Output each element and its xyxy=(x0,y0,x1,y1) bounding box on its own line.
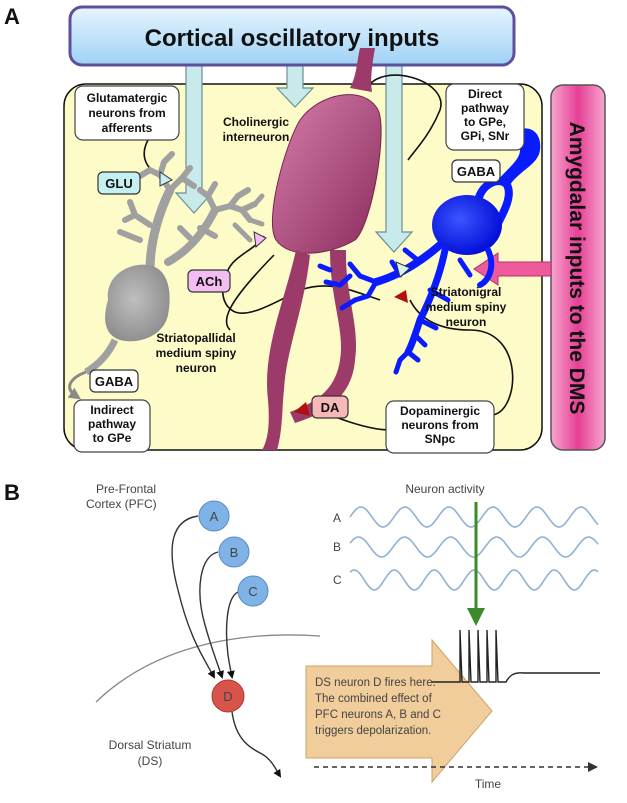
node-b xyxy=(218,536,250,568)
gaba-bottom-tag-box xyxy=(89,369,139,393)
glu-tag: GLU xyxy=(105,176,132,191)
wave-label-c: C xyxy=(333,573,342,587)
direct-label-3: to GPe, xyxy=(464,115,506,129)
striatonigral-label-2: medium spiny xyxy=(426,300,507,314)
glu-tag-box xyxy=(97,171,141,195)
callout-line-1: DS neuron D fires here. xyxy=(315,677,436,689)
direct-pathway-box xyxy=(445,83,525,151)
wave-a xyxy=(349,506,599,528)
glutamatergic-box xyxy=(74,85,180,141)
da-tag: DA xyxy=(321,400,340,415)
output-line-d xyxy=(231,711,282,778)
callout-line-3: PFC neurons A, B and C xyxy=(315,709,441,721)
striatonigral-label-1: Striatonigral xyxy=(431,285,502,299)
striatopallidal-neuron xyxy=(67,151,265,400)
wave-label-b: B xyxy=(333,540,341,554)
striatum-label-1: Dorsal Striatum xyxy=(109,738,192,752)
panel-b-label: B xyxy=(4,480,20,505)
wave-c xyxy=(349,569,599,591)
cholinergic-label-2: interneuron xyxy=(223,130,290,144)
spike-train xyxy=(432,629,600,683)
glutamatergic-label-1: Glutamatergic xyxy=(87,91,168,105)
time-label: Time xyxy=(475,777,502,791)
amygdala-label: Amygdalar inputs to the DMS xyxy=(565,122,588,415)
indirect-label-1: Indirect xyxy=(90,403,133,417)
projection-line-c xyxy=(225,591,239,679)
direct-label-1: Direct xyxy=(468,87,502,101)
gaba-bottom-tag: GABA xyxy=(95,374,134,389)
indirect-label-3: to GPe xyxy=(93,431,132,445)
callout-line-2: The combined effect of xyxy=(315,693,433,705)
node-a-label: A xyxy=(210,509,219,524)
direct-label-4: GPi, SNr xyxy=(461,129,510,143)
cortical-inputs-title: Cortical oscillatory inputs xyxy=(145,25,440,52)
ach-tag-box xyxy=(187,269,231,293)
neuron-activity-title: Neuron activity xyxy=(405,482,484,496)
ach-tag: ACh xyxy=(196,274,223,289)
node-c-label: C xyxy=(248,584,257,599)
dopaminergic-label-1: Dopaminergic xyxy=(400,404,480,418)
striatopallidal-label-1: Striatopallidal xyxy=(156,331,235,345)
node-d xyxy=(211,679,245,713)
indirect-pathway-box xyxy=(73,399,151,453)
projection-line-b xyxy=(199,551,224,679)
cortical-inputs-banner xyxy=(68,5,516,67)
dopamine-synapse-top xyxy=(394,290,408,303)
indirect-label-2: pathway xyxy=(88,417,136,431)
dopaminergic-box xyxy=(385,400,495,454)
striatopallidal-label-2: medium spiny xyxy=(156,346,237,360)
glu-synapse xyxy=(159,171,173,187)
cholinergic-label-1: Cholinergic xyxy=(223,115,289,129)
projection-line-a xyxy=(171,515,215,679)
pfc-label-2: Cortex (PFC) xyxy=(86,497,157,511)
striatonigral-label-3: neuron xyxy=(446,315,487,329)
time-axis-arrowhead xyxy=(588,762,598,772)
da-tag-box xyxy=(311,395,349,419)
striatum-boundary xyxy=(95,634,321,703)
striatopallidal-label-3: neuron xyxy=(176,361,217,375)
dopaminergic-label-2: neurons from xyxy=(401,418,478,432)
striatum-label-2: (DS) xyxy=(138,754,163,768)
cortical-synapse xyxy=(395,261,411,278)
wave-b xyxy=(349,536,599,558)
ach-synapse xyxy=(253,231,267,249)
node-b-label: B xyxy=(230,545,239,560)
depolarization-callout xyxy=(305,638,493,784)
ach-connection-line xyxy=(221,235,381,314)
node-d-label: D xyxy=(223,689,232,704)
cholinergic-loop-line xyxy=(225,74,442,331)
dopamine-synapse-bottom xyxy=(294,402,310,416)
gaba-top-tag-box xyxy=(451,159,501,183)
node-a xyxy=(198,500,230,532)
glutamatergic-label-3: afferents xyxy=(102,121,153,135)
dopaminergic-label-3: SNpc xyxy=(425,432,456,446)
coincidence-arrowhead xyxy=(467,608,485,626)
wave-label-a: A xyxy=(333,511,341,525)
panel-a-label: A xyxy=(4,4,20,29)
callout-line-4: triggers depolarization. xyxy=(315,725,431,737)
pfc-label-1: Pre-Frontal xyxy=(96,482,156,496)
cholinergic-interneuron xyxy=(262,48,382,450)
gaba-top-tag: GABA xyxy=(457,164,496,179)
striatonigral-neuron xyxy=(317,128,541,375)
direct-label-2: pathway xyxy=(461,101,509,115)
node-c xyxy=(237,575,269,607)
glutamatergic-label-2: neurons from xyxy=(88,106,165,120)
